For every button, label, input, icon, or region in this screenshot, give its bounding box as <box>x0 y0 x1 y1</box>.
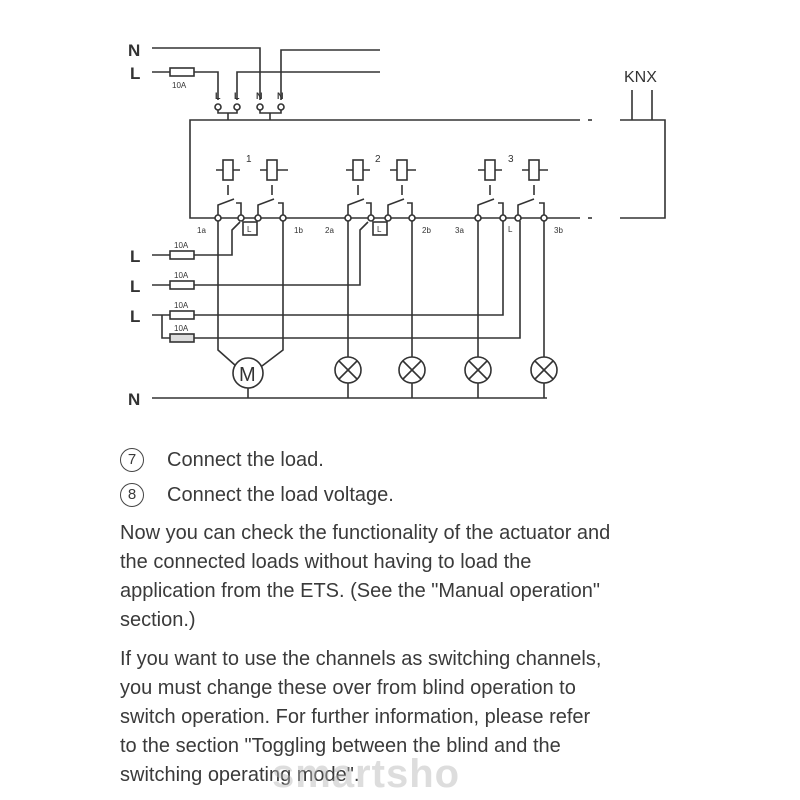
supply-n-label: N <box>128 41 140 60</box>
common-label: L <box>508 225 513 234</box>
step-7: 7 Connect the load. <box>120 448 324 472</box>
wiring-diagram: N L 10A L L N N KNX 1 2 3 <box>128 41 666 409</box>
fuse-label: 10A <box>172 81 187 90</box>
paragraph-line: switching operating mode". <box>120 764 360 786</box>
output-label: 1a <box>197 226 206 235</box>
load-fuse-label: 10A <box>174 324 189 333</box>
load-fuse-label: 10A <box>174 241 189 250</box>
load-fuse-label: 10A <box>174 271 189 280</box>
fuse-symbol <box>169 67 195 77</box>
output-label: 1b <box>294 226 303 235</box>
terminal-label: N <box>256 91 263 101</box>
bottom-n-label: N <box>128 390 140 409</box>
lamp-icons <box>334 356 558 384</box>
paragraph-line: application from the ETS. (See the "Manu… <box>120 580 601 602</box>
common-label: L <box>377 225 382 234</box>
step-number: 8 <box>120 483 144 507</box>
load-l-label: L <box>130 307 140 326</box>
supply-n-wire <box>152 47 261 100</box>
paragraph-line: you must change these over from blind op… <box>120 677 576 699</box>
paragraph-line: Now you can check the functionality of t… <box>120 522 611 544</box>
motor-icon <box>232 357 264 389</box>
terminal-label: L <box>234 91 240 101</box>
motor-label: M <box>239 364 256 386</box>
relay-contacts <box>214 198 548 236</box>
paragraph-line: to the section "Toggling between the bli… <box>120 735 561 757</box>
load-fuse-label: 10A <box>174 301 189 310</box>
paragraph-line: If you want to use the channels as switc… <box>120 648 602 670</box>
output-label: 3b <box>554 226 563 235</box>
step-8: 8 Connect the load voltage. <box>120 483 394 507</box>
step-text: Connect the load. <box>167 448 324 471</box>
common-label: L <box>247 225 252 234</box>
paragraph-line: switch operation. For further informatio… <box>120 706 591 728</box>
knx-box <box>620 119 666 219</box>
load-l-label: L <box>130 247 140 266</box>
load-wiring <box>152 221 547 399</box>
paragraph-line: the connected loads without having to lo… <box>120 551 532 573</box>
output-label: 2b <box>422 226 431 235</box>
knx-label: KNX <box>624 69 657 86</box>
terminal-block <box>214 103 285 120</box>
supply-n-wire-2 <box>280 49 380 100</box>
step-number: 7 <box>120 448 144 472</box>
terminal-label: L <box>215 91 221 101</box>
output-label: 2a <box>325 226 334 235</box>
paragraph-line: section.) <box>120 609 196 631</box>
step-text: Connect the load voltage. <box>167 483 394 506</box>
output-label: 3a <box>455 226 464 235</box>
terminal-label: N <box>277 91 284 101</box>
channel-number: 2 <box>375 154 381 165</box>
supply-l-wire-2 <box>236 71 380 100</box>
load-l-label: L <box>130 277 140 296</box>
watermark-logo: smartsho <box>272 752 461 796</box>
channel-number: 1 <box>246 154 252 165</box>
channel-number: 3 <box>508 154 514 165</box>
supply-l-label: L <box>130 64 140 83</box>
relay-coils <box>216 159 548 195</box>
